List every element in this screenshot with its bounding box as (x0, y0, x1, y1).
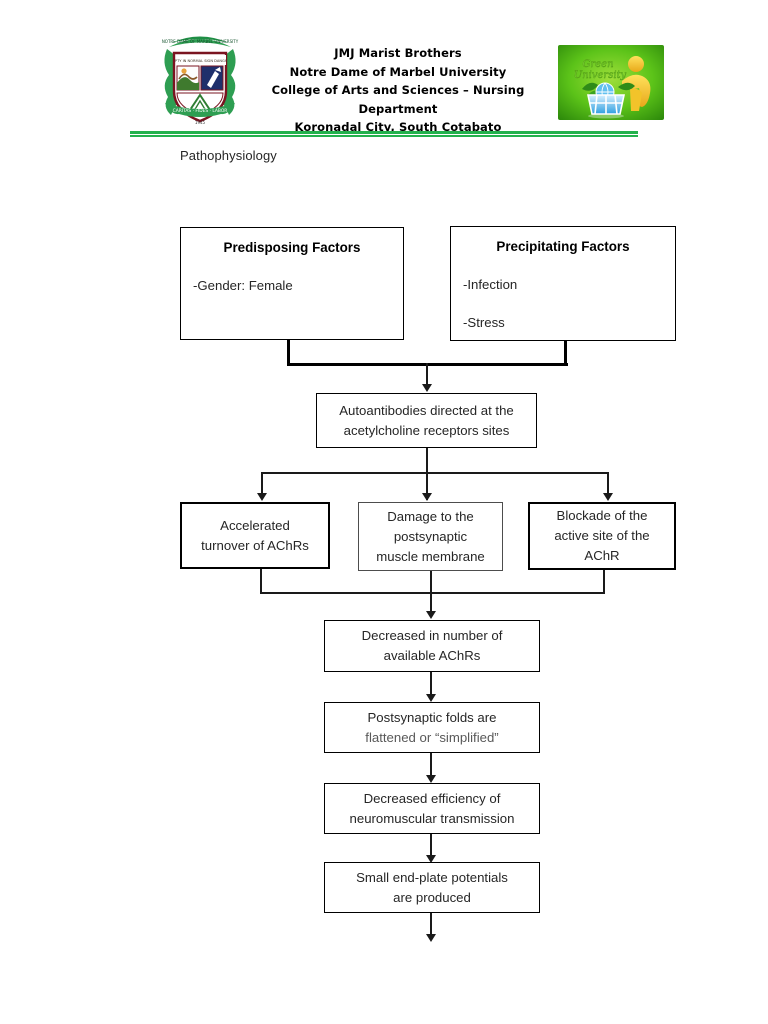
institution-line-1: JMJ Marist Brothers (334, 46, 462, 60)
connector-line (426, 448, 428, 500)
arrow-head-icon (426, 775, 436, 783)
header-divider (130, 131, 638, 137)
svg-text:University: University (574, 70, 627, 81)
institution-line-4: Koronadal City, South Cotabato (294, 120, 502, 134)
node-line: postsynaptic (393, 528, 468, 544)
arrow-head-icon (422, 493, 432, 501)
svg-text:1945: 1945 (195, 120, 206, 125)
connector-line (426, 363, 428, 386)
node-decreased-efficiency: Decreased efficiency of neuromuscular tr… (324, 783, 540, 834)
node-line: Blockade of the (556, 508, 648, 523)
institution-line-2: Notre Dame of Marbel University (289, 64, 507, 79)
node-line: neuromuscular transmission (349, 810, 515, 826)
node-line: Decreased efficiency of (363, 790, 501, 806)
connector-line (430, 571, 432, 613)
connector-line (430, 753, 432, 777)
svg-text:NOTRE DAME OF MARBEL UNIVERSIT: NOTRE DAME OF MARBEL UNIVERSITY (162, 39, 239, 44)
node-predisposing-factors: Predisposing Factors -Gender: Female (180, 227, 404, 340)
divider-thin-line (130, 135, 638, 137)
node-small-end-plate: Small end-plate potentials are produced (324, 862, 540, 913)
connector-line (430, 913, 432, 936)
connector-line (564, 341, 567, 365)
arrow-head-icon (603, 493, 613, 501)
divider-thick-line (130, 131, 638, 134)
institution-title-block: JMJ Marist Brothers Notre Dame of Marbel… (243, 44, 553, 137)
institution-line-3: College of Arts and Sciences – Nursing D… (271, 83, 525, 116)
node-decreased-achrs: Decreased in number of available AChRs (324, 620, 540, 672)
connector-line (261, 472, 263, 495)
node-precipitating-factors: Precipitating Factors -Infection -Stress (450, 226, 676, 341)
connector-line (430, 834, 432, 857)
connector-line (430, 672, 432, 696)
arrow-head-icon (426, 694, 436, 702)
connector-line (260, 592, 605, 594)
svg-text:PTY IN NORMAL SIGN DANGS: PTY IN NORMAL SIGN DANGS (175, 59, 228, 63)
node-blockade-active-site: Blockade of the active site of the AChR (528, 502, 676, 570)
node-item: -Stress (463, 315, 505, 330)
node-postsynaptic-folds: Postsynaptic folds are flattened or “sim… (324, 702, 540, 753)
arrow-head-icon (426, 934, 436, 942)
university-crest-icon: NOTRE DAME OF MARBEL UNIVERSITY PTY IN N… (157, 31, 243, 129)
node-line: Postsynaptic folds are (367, 709, 497, 725)
page-title: Pathophysiology (180, 148, 277, 163)
connector-line (603, 570, 605, 594)
connector-line (287, 340, 290, 365)
document-header: NOTRE DAME OF MARBEL UNIVERSITY PTY IN N… (0, 0, 768, 140)
connector-line (260, 569, 262, 594)
node-line: muscle membrane (376, 548, 485, 564)
node-accelerated-turnover: Accelerated turnover of AChRs (180, 502, 330, 569)
node-line: AChR (584, 548, 620, 563)
arrow-head-icon (426, 611, 436, 619)
arrow-head-icon (422, 384, 432, 392)
svg-text:Green: Green (582, 59, 613, 70)
connector-line (607, 472, 609, 495)
node-line: acetylcholine receptors sites (343, 422, 510, 438)
node-title: Predisposing Factors (223, 240, 361, 255)
arrow-head-icon (426, 855, 436, 863)
node-line: Autoantibodies directed at the (339, 402, 514, 418)
node-line: turnover of AChRs (201, 537, 309, 553)
node-line: are produced (393, 889, 471, 905)
node-line: Damage to the (387, 508, 474, 524)
node-line: Decreased in number of (361, 628, 503, 643)
arrow-head-icon (257, 493, 267, 501)
node-item: -Gender: Female (193, 278, 293, 293)
node-line: Accelerated (220, 517, 290, 533)
node-autoantibodies: Autoantibodies directed at the acetylcho… (316, 393, 537, 448)
green-university-logo-icon: Green University (558, 45, 664, 120)
node-line: Small end-plate potentials (356, 869, 508, 885)
svg-text:CARITAS · FIDES · LABOR: CARITAS · FIDES · LABOR (173, 108, 228, 114)
node-title: Precipitating Factors (496, 239, 630, 254)
node-line: flattened or “simplified” (365, 729, 499, 745)
node-item: -Infection (463, 277, 518, 292)
node-line: available AChRs (383, 648, 481, 663)
node-damage-postsynaptic: Damage to the postsynaptic muscle membra… (358, 502, 503, 571)
node-line: active site of the (554, 528, 650, 543)
connector-line (261, 472, 608, 474)
